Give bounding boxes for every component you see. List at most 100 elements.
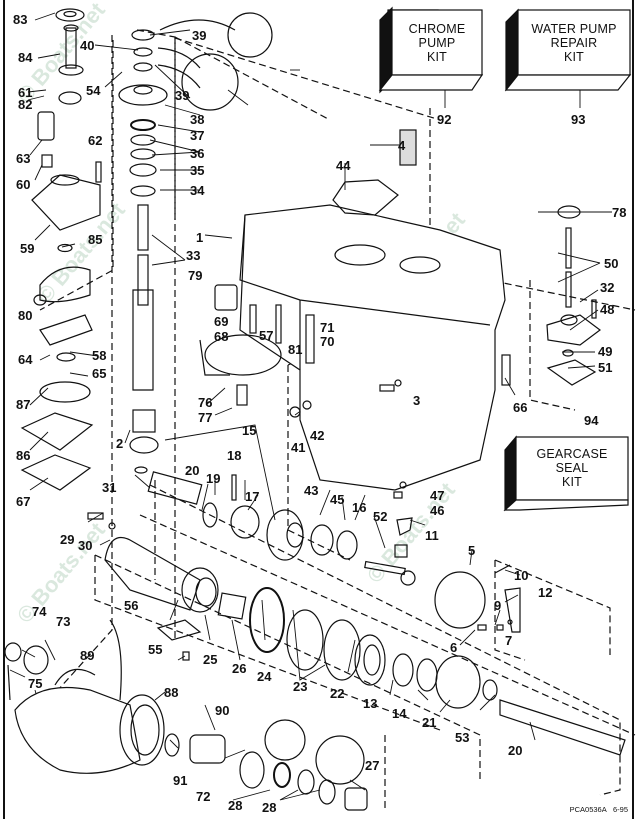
part-37 <box>130 119 156 131</box>
part-62 <box>95 161 102 183</box>
kit-box-92 <box>378 6 484 94</box>
part-74 <box>4 642 22 662</box>
label-22: 22 <box>330 686 344 701</box>
label-50: 50 <box>604 256 618 271</box>
label-12: 12 <box>538 585 552 600</box>
label-65: 65 <box>92 366 106 381</box>
label-63: 63 <box>16 151 30 166</box>
part-67 <box>20 454 92 491</box>
label-25: 25 <box>203 652 217 667</box>
part-80 <box>33 266 91 306</box>
kit-92-label: CHROME PUMP KIT <box>392 22 482 64</box>
part-21-forward-gear <box>435 655 481 709</box>
detail-circle-seal-orientation <box>315 735 365 785</box>
part-68-69 <box>249 304 257 334</box>
kit-box-93 <box>504 8 632 92</box>
part-49 <box>562 349 574 357</box>
part-17 <box>230 505 260 539</box>
label-47: 47 <box>430 488 444 503</box>
kit-93-label: WATER PUMP REPAIR KIT <box>518 22 630 64</box>
label-53: 53 <box>455 730 469 745</box>
kit-92-line-2: PUMP <box>418 36 456 50</box>
part-70-71 <box>305 314 315 364</box>
label-67: 67 <box>16 494 30 509</box>
part-43 <box>310 524 334 556</box>
part-76-anode <box>199 334 282 376</box>
detail-circle-seals <box>181 53 239 111</box>
label-39-top: 39 <box>192 28 206 43</box>
part-24-oring <box>249 587 285 653</box>
label-87: 87 <box>16 397 30 412</box>
label-71: 71 <box>320 320 334 335</box>
part-48 <box>546 314 601 346</box>
label-49: 49 <box>598 344 612 359</box>
part-20-pinion-shaft <box>147 471 203 505</box>
label-13: 13 <box>363 696 377 711</box>
part-89-propeller <box>14 619 141 774</box>
label-92: 92 <box>437 112 451 127</box>
label-27: 27 <box>365 758 379 773</box>
label-18: 18 <box>227 448 241 463</box>
drawing-code-id: PCA0536A <box>569 805 607 814</box>
part-11 <box>396 517 413 536</box>
label-39-mid: 39 <box>175 88 189 103</box>
detail-circle-seal-lip <box>264 719 306 761</box>
label-29: 29 <box>60 532 74 547</box>
label-70: 70 <box>320 334 334 349</box>
label-34: 34 <box>190 183 205 198</box>
part-46-47 <box>393 481 407 499</box>
label-80: 80 <box>18 308 32 323</box>
part-51 <box>546 359 597 386</box>
label-15: 15 <box>242 423 256 438</box>
label-78: 78 <box>612 205 626 220</box>
label-66: 66 <box>513 400 527 415</box>
drawing-code: PCA0536A 6-95 <box>570 805 628 814</box>
part-66 <box>501 354 511 386</box>
label-51: 51 <box>598 360 612 375</box>
label-79: 79 <box>188 268 202 283</box>
label-32: 32 <box>600 280 614 295</box>
part-91 <box>164 733 180 757</box>
label-41: 41 <box>291 440 305 455</box>
label-31: 31 <box>102 480 116 495</box>
part-16 <box>364 560 416 586</box>
label-86: 86 <box>16 448 30 463</box>
detail-circle-sealant <box>227 12 273 58</box>
label-35: 35 <box>190 163 204 178</box>
label-83: 83 <box>13 12 27 27</box>
label-91: 91 <box>173 773 187 788</box>
kit-94-line-2: SEAL <box>555 461 589 475</box>
part-72 <box>239 751 265 789</box>
label-20-top: 20 <box>185 463 199 478</box>
label-60: 60 <box>16 177 30 192</box>
part-23-retaining-rings <box>286 609 361 681</box>
label-73: 73 <box>56 614 70 629</box>
label-59: 59 <box>20 241 34 256</box>
label-76: 76 <box>198 395 212 410</box>
part-32 <box>591 299 597 319</box>
part-33-driveshaft <box>132 204 154 391</box>
part-19 <box>202 502 218 528</box>
label-58: 58 <box>92 348 106 363</box>
part-12 <box>504 587 521 633</box>
part-41 <box>289 406 301 418</box>
label-23: 23 <box>293 679 307 694</box>
label-17: 17 <box>245 489 259 504</box>
label-88: 88 <box>164 685 178 700</box>
label-89: 89 <box>80 648 94 663</box>
part-79 <box>214 284 238 311</box>
part-53 <box>482 679 498 701</box>
part-58 <box>56 352 76 362</box>
part-73 <box>23 645 49 675</box>
label-4: 4 <box>398 138 406 153</box>
assembly-dashed-lines <box>39 29 636 810</box>
label-20-bottom: 20 <box>508 743 522 758</box>
label-57: 57 <box>259 328 273 343</box>
label-69: 69 <box>214 314 228 329</box>
label-56: 56 <box>124 598 138 613</box>
part-90 <box>189 734 226 764</box>
part-85 <box>57 243 73 253</box>
part-45 <box>336 530 358 560</box>
part-38 <box>118 84 168 106</box>
label-68: 68 <box>214 329 228 344</box>
